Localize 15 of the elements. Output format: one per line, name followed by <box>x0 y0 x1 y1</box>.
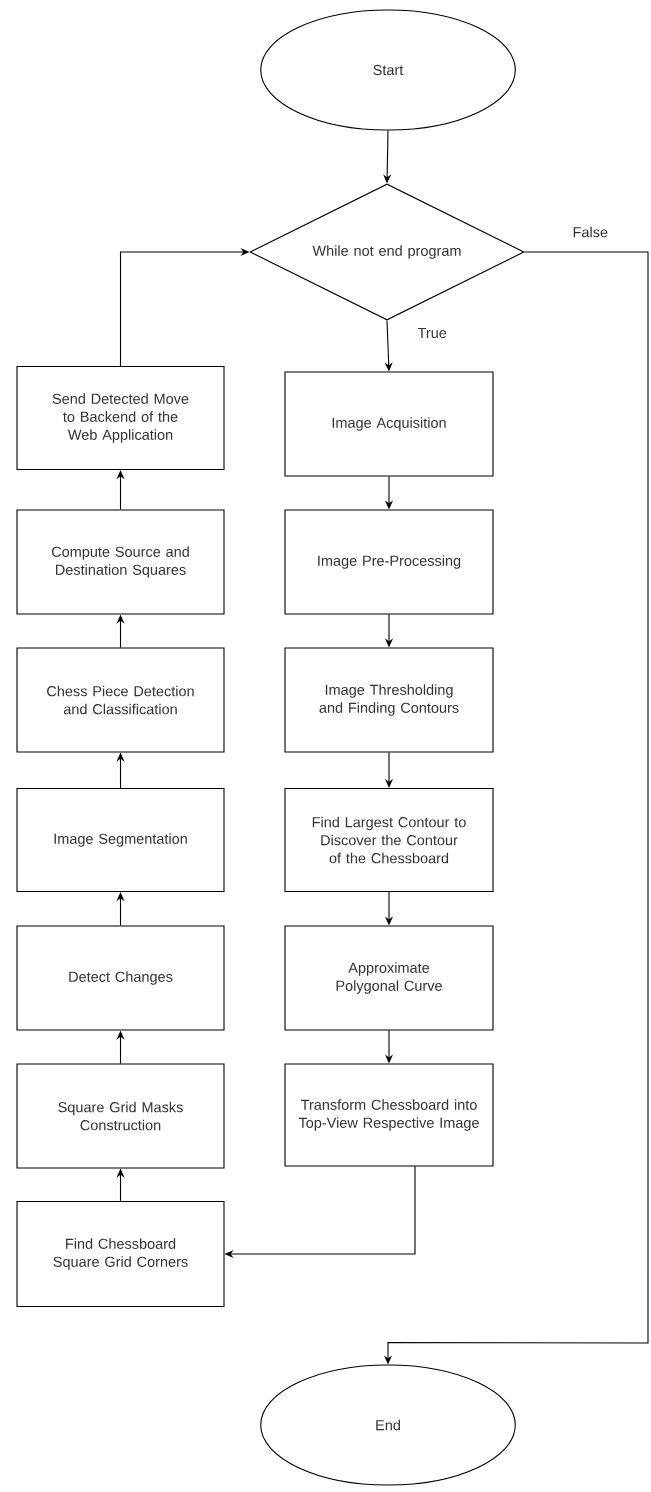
process-box: Approximate Polygonal Curve <box>284 925 494 1031</box>
process-box: Find Chessboard Square Grid Corners <box>16 1200 225 1308</box>
process-box: Image Segmentation <box>16 787 225 893</box>
process-box: Image Acquisition <box>284 371 494 477</box>
edge-label: False <box>571 225 609 239</box>
process-box: Find Largest Contour to Discover the Contour of the Chessboard <box>284 787 494 893</box>
process-box: Send Detected Move to Backend of the Web Application <box>16 365 225 471</box>
process-box: Image Pre-Processing <box>284 509 494 615</box>
process-box: Compute Source and Destination Squares <box>16 509 225 615</box>
process-box: Chess Piece Detection and Classification <box>16 647 225 753</box>
process-box: Detect Changes <box>16 925 225 1031</box>
process-box: Image Thresholding and Finding Contours <box>284 647 494 753</box>
process-box: Transform Chessboard into Top-View Respective Image <box>284 1063 494 1167</box>
process-box: Square Grid Masks Construction <box>16 1063 225 1169</box>
edge-label: True <box>416 326 448 340</box>
